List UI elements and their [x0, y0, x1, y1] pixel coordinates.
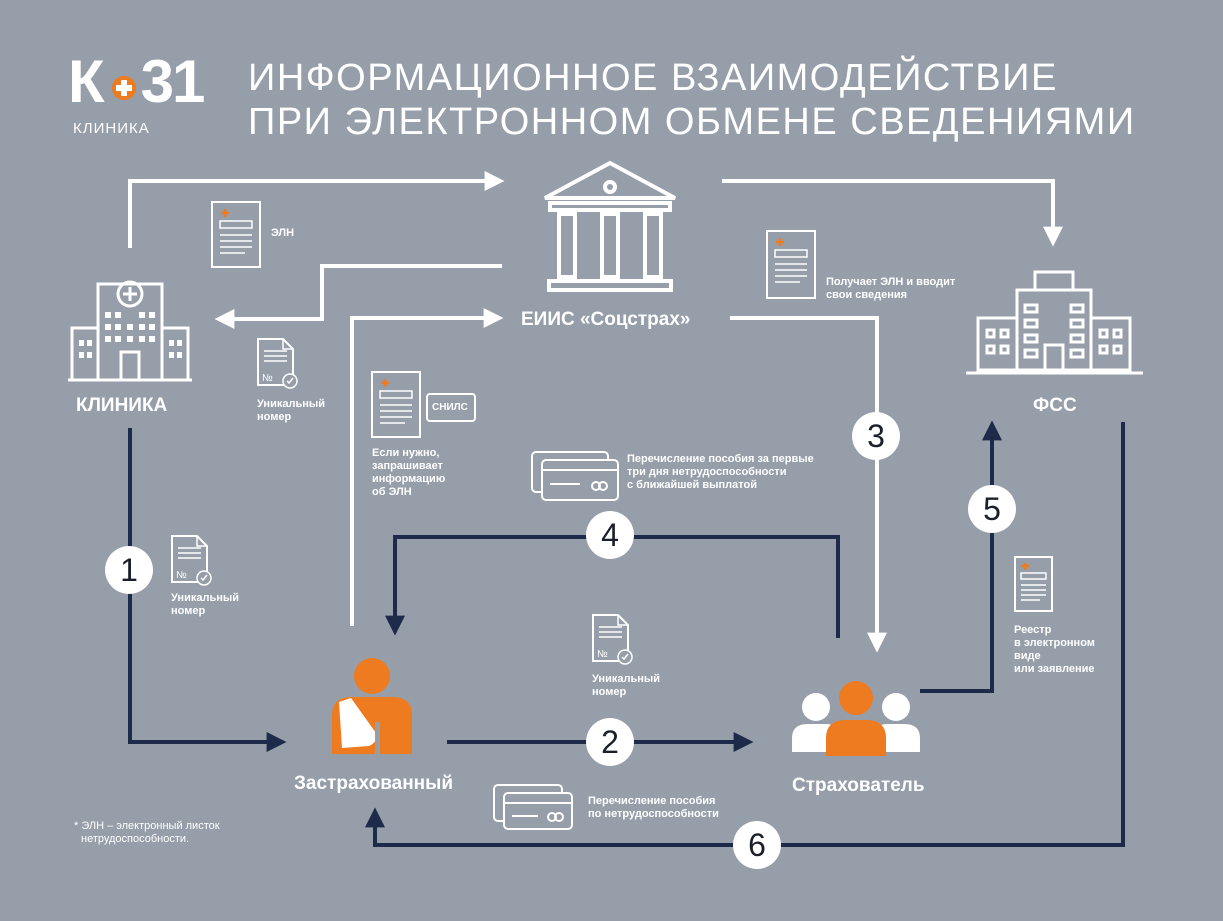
page-title-line1: ИНФОРМАЦИОННОЕ ВЗАИМОДЕЙСТВИЕ	[248, 57, 1058, 99]
step-4-badge: 4	[586, 511, 634, 559]
snils-card	[426, 393, 476, 422]
document-registry-icon	[1014, 556, 1053, 612]
svg-text:№: №	[262, 373, 273, 384]
institution-icon	[544, 160, 676, 292]
arrow-clinic-to-insured	[128, 428, 287, 752]
step-1-badge: 1	[105, 546, 153, 594]
page-title-line2: ПРИ ЭЛЕКТРОННОМ ОБМЕНЕ СВЕДЕНИЯМИ	[248, 101, 1136, 143]
step-3-badge: 3	[852, 412, 900, 460]
hospital-icon	[68, 280, 192, 382]
arrow-clinic-to-eiis	[128, 171, 505, 248]
logo-plus-icon	[112, 76, 136, 100]
logo-subtitle: КЛИНИКА	[73, 120, 150, 137]
logo-number: 31	[140, 48, 206, 115]
node-label-eiis: ЕИИС «Соцстрах»	[521, 309, 691, 330]
node-label-clinic: КЛИНИКА	[76, 395, 168, 416]
step-5-badge: 5	[968, 485, 1016, 533]
document-query-icon	[371, 371, 421, 438]
node-label-fss: ФСС	[1033, 395, 1077, 416]
bank-cards-benefit-icon	[493, 784, 573, 830]
arrow-insurer-to-fss	[920, 420, 1002, 693]
document-number-clinic-icon: №	[257, 338, 298, 389]
step-2-badge: 2	[586, 718, 634, 766]
annotation-eln: ЭЛН	[271, 227, 295, 239]
node-label-insured: Застрахованный	[294, 773, 454, 794]
svg-text:№: №	[597, 649, 608, 660]
document-receives-icon	[766, 230, 816, 299]
bank-cards-first3-icon	[531, 451, 619, 501]
document-number-1-icon: №	[171, 535, 212, 586]
logo-k: К	[68, 48, 105, 115]
arrow-insured-to-eiis	[350, 308, 504, 626]
arrow-eiis-to-fss	[722, 179, 1063, 247]
node-label-insurer: Страхователь	[792, 775, 925, 796]
fss-building-icon	[966, 270, 1143, 375]
document-eln-icon	[211, 201, 261, 268]
insured-person-icon	[332, 658, 412, 754]
step-6-badge: 6	[733, 821, 781, 869]
document-number-2-icon: №	[592, 614, 633, 665]
arrow-eiis-to-clinic	[214, 264, 502, 329]
insurer-group-icon	[792, 681, 920, 756]
arrow-eiis-to-insurer	[730, 316, 887, 653]
svg-text:№: №	[176, 570, 187, 581]
snils-label: СНИЛС	[432, 402, 468, 413]
